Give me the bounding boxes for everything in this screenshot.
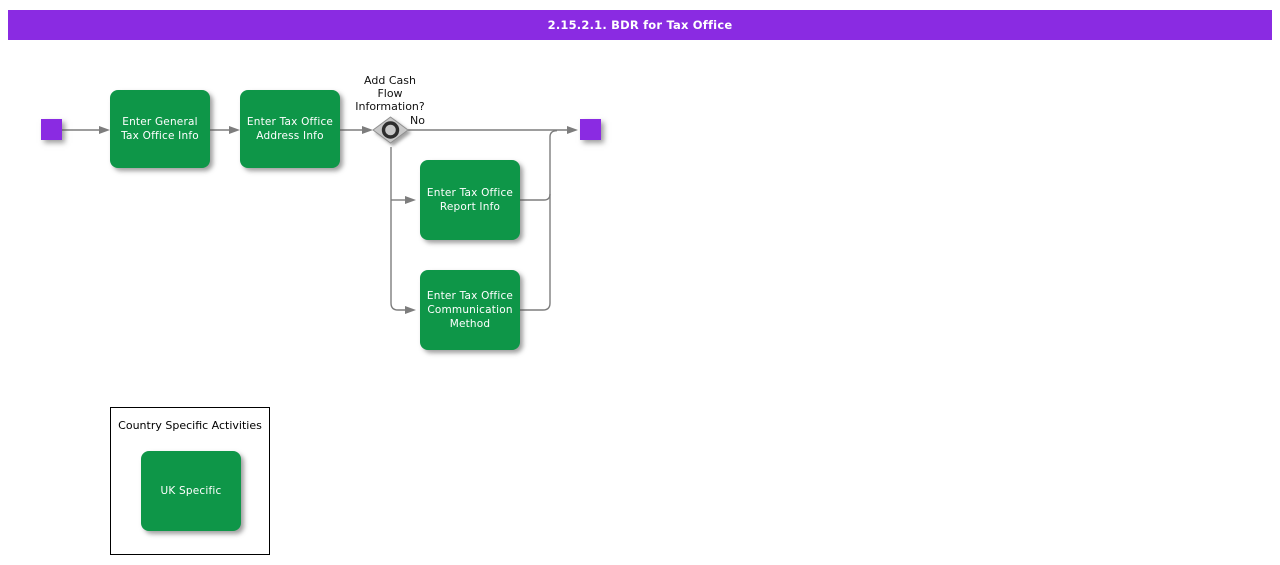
gateway-no-branch-label: No xyxy=(410,114,425,127)
gateway-question-label: Add Cash Flow Information? xyxy=(355,74,425,113)
arrowhead-icon xyxy=(405,306,416,314)
gateway-diamond-shape xyxy=(372,116,409,144)
start-event-square xyxy=(41,119,62,140)
diagram-title-bar: 2.15.2.1. BDR for Tax Office xyxy=(8,10,1272,40)
task-uk-specific[interactable]: UK Specific xyxy=(141,451,241,531)
end-event-square xyxy=(580,119,601,140)
decision-gateway-icon xyxy=(372,116,409,144)
gateway-circle-marker xyxy=(381,121,400,139)
task-enter-general-tax-office-info[interactable]: Enter General Tax Office Info xyxy=(110,90,210,168)
arrowhead-icon xyxy=(362,126,373,134)
diagram-title: 2.15.2.1. BDR for Tax Office xyxy=(547,18,733,32)
arrowhead-icon xyxy=(567,126,578,134)
arrowhead-icon xyxy=(229,126,240,134)
group-title-label: Country Specific Activities xyxy=(118,419,262,432)
connector-task4-to-merge xyxy=(520,130,558,311)
task-enter-tax-office-communication-method[interactable]: Enter Tax Office Communication Method xyxy=(420,270,520,350)
task-enter-tax-office-address-info[interactable]: Enter Tax Office Address Info xyxy=(240,90,340,168)
arrowhead-icon xyxy=(405,196,416,204)
connector-gateway-to-task4 xyxy=(390,147,405,311)
connector-task3-to-merge xyxy=(520,193,551,201)
country-specific-activities-group: Country Specific Activities UK Specific xyxy=(110,407,270,555)
arrowhead-icon xyxy=(99,126,110,134)
task-enter-tax-office-report-info[interactable]: Enter Tax Office Report Info xyxy=(420,160,520,240)
